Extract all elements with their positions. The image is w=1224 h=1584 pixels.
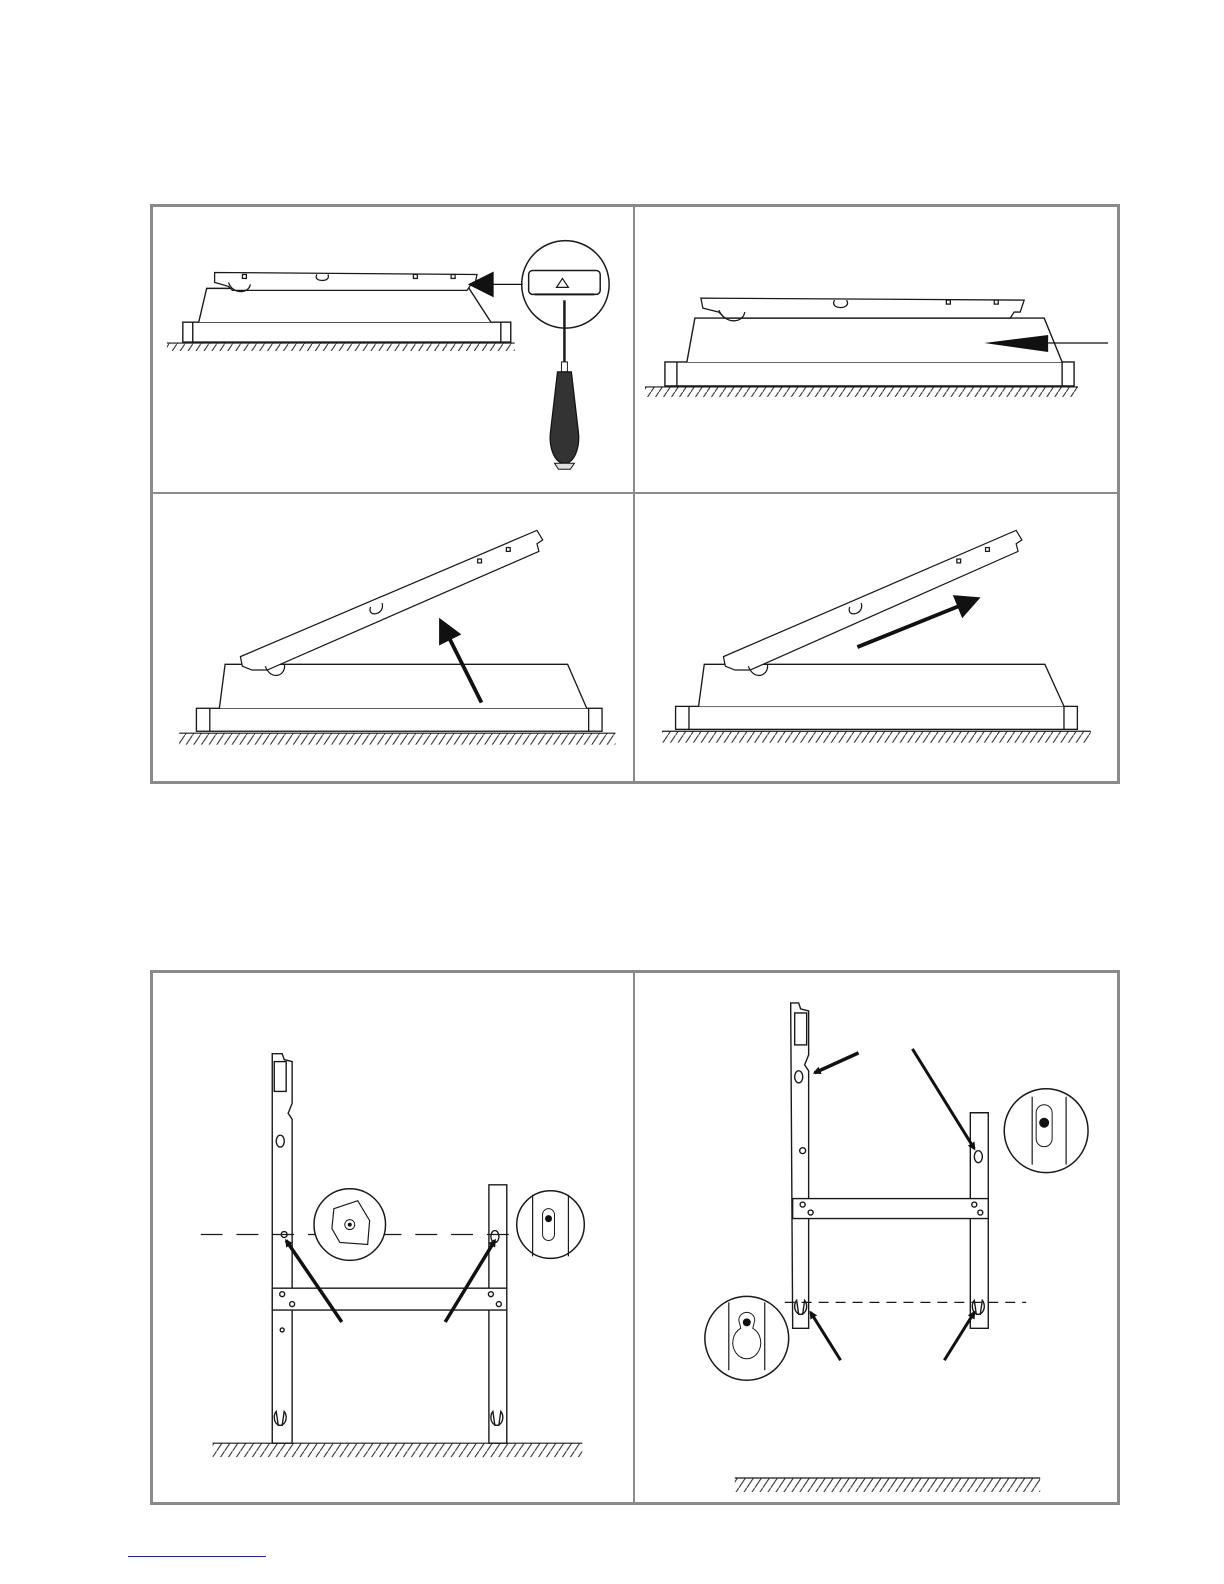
right-bracket-leg (489, 1185, 507, 1443)
floor-hatch-icon (645, 387, 1078, 397)
heater-body (665, 318, 1074, 386)
heater-body (183, 288, 511, 342)
floor-hatch-icon (213, 1443, 583, 1457)
heater-body (676, 664, 1078, 729)
step-6-illustration (635, 973, 1117, 1502)
cross-bar (272, 1288, 507, 1310)
panel-step-1 (153, 207, 635, 494)
floor-hatch-icon (167, 343, 515, 351)
heater-body (196, 664, 602, 731)
magnifier-icon (1004, 1089, 1088, 1173)
step-3-illustration (153, 494, 633, 781)
floor-hatch-icon (662, 731, 1091, 742)
footer-link-underline[interactable] (128, 1556, 266, 1557)
arrow-icon (944, 1312, 974, 1360)
cross-bar (793, 1199, 989, 1219)
left-bracket-leg (791, 1003, 809, 1328)
floor-hatch-icon (179, 733, 615, 744)
left-bracket-leg (272, 1054, 292, 1444)
wall-bracket (723, 530, 1021, 675)
step-5-illustration (153, 973, 633, 1502)
panel-step-6 (635, 973, 1117, 1502)
keyhole-slot-icon (545, 1215, 552, 1222)
panel-step-3 (153, 494, 635, 781)
magnifier-icon (314, 1189, 386, 1261)
keyhole-slot-icon (1039, 1118, 1049, 1128)
magnifier-icon (705, 1296, 789, 1380)
bottom-instruction-grid (150, 970, 1120, 1505)
arrow-icon (811, 1312, 841, 1360)
step-4-illustration (635, 494, 1117, 781)
step-1-illustration (153, 207, 633, 492)
panel-step-4 (635, 494, 1117, 781)
step-2-illustration (635, 207, 1117, 492)
top-instruction-grid (150, 204, 1120, 784)
wall-bracket (240, 530, 542, 675)
arrow-icon (815, 1053, 859, 1073)
wall-bracket (701, 298, 1024, 321)
floor-hatch-icon (735, 1478, 1040, 1492)
wall-bracket (215, 272, 477, 291)
arrow-icon (912, 1049, 974, 1149)
panel-step-2 (635, 207, 1117, 494)
magnifier-icon (517, 1191, 585, 1259)
panel-step-5 (153, 973, 635, 1502)
